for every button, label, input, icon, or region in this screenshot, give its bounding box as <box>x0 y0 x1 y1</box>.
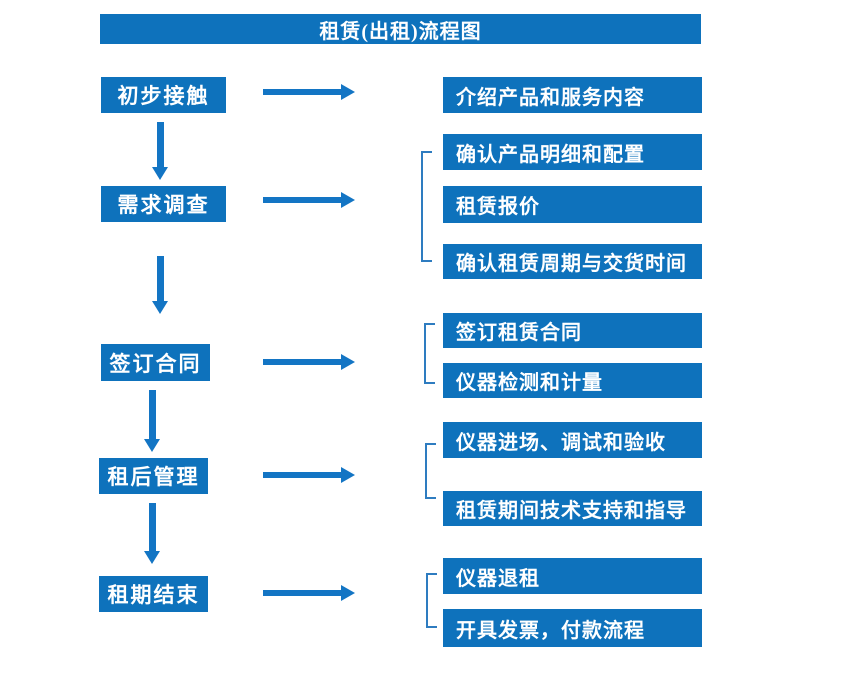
output-label: 仪器检测和计量 <box>456 372 603 394</box>
right-arrow <box>263 192 355 208</box>
right-arrow <box>263 84 355 100</box>
group-bracket <box>425 443 436 499</box>
group-bracket <box>426 573 437 628</box>
step-box-sign-contract: 签订合同 <box>101 344 210 381</box>
group-bracket <box>421 151 432 262</box>
down-arrow <box>148 122 172 180</box>
output-label: 介绍产品和服务内容 <box>456 86 645 109</box>
output-box: 租赁报价 <box>443 186 702 223</box>
output-box: 仪器进场、调试和验收 <box>443 422 702 458</box>
output-label: 确认租赁周期与交货时间 <box>456 253 687 275</box>
step-label: 需求调查 <box>117 193 210 217</box>
step-box-post-rental-management: 租后管理 <box>99 458 208 494</box>
output-box: 签订租赁合同 <box>443 313 702 348</box>
right-arrow <box>263 467 355 483</box>
output-label: 签订租赁合同 <box>456 322 582 344</box>
flow-title: 租赁(出租)流程图 <box>319 20 482 43</box>
output-box: 仪器检测和计量 <box>443 363 702 398</box>
output-box: 确认租赁周期与交货时间 <box>443 244 702 279</box>
output-label: 确认产品明细和配置 <box>456 143 645 166</box>
step-box-demand-survey: 需求调查 <box>101 186 226 222</box>
output-box: 租赁期间技术支持和指导 <box>443 491 702 526</box>
output-label: 开具发票，付款流程 <box>456 619 645 642</box>
output-label: 仪器进场、调试和验收 <box>456 431 666 454</box>
step-label: 初步接触 <box>117 84 210 108</box>
output-box: 确认产品明细和配置 <box>443 134 702 170</box>
group-bracket <box>424 323 435 384</box>
right-arrow <box>263 585 355 601</box>
down-arrow <box>140 390 164 452</box>
step-box-initial-contact: 初步接触 <box>101 77 226 113</box>
output-box: 介绍产品和服务内容 <box>443 77 702 113</box>
step-label: 租期结束 <box>107 583 200 607</box>
output-box: 开具发票，付款流程 <box>443 609 702 647</box>
step-box-rental-end: 租期结束 <box>99 576 208 612</box>
output-label: 租赁报价 <box>456 196 540 218</box>
step-label: 签订合同 <box>109 351 202 376</box>
title-bar: 租赁(出租)流程图 <box>100 14 701 44</box>
down-arrow <box>140 503 164 564</box>
output-label: 租赁期间技术支持和指导 <box>456 500 687 522</box>
right-arrow <box>263 354 355 370</box>
output-label: 仪器退租 <box>456 567 540 590</box>
down-arrow <box>148 256 172 314</box>
output-box: 仪器退租 <box>443 558 702 594</box>
step-label: 租后管理 <box>107 465 200 489</box>
